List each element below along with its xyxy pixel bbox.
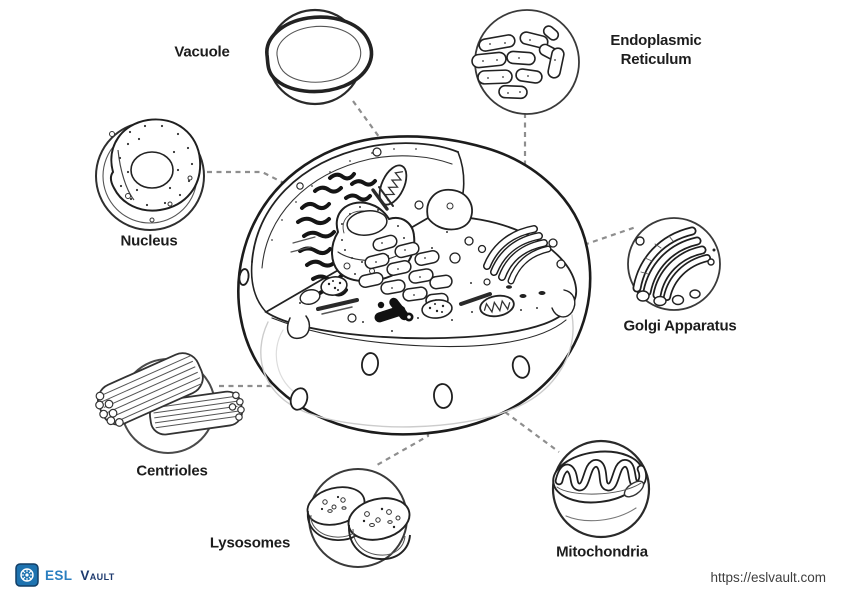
label-er-line2: Reticulum (620, 51, 692, 68)
endoplasmic-reticulum-illustration (471, 9, 580, 115)
golgi-in-cell (477, 225, 566, 298)
vault-safe-icon (15, 563, 39, 587)
rough-er-stack-in-cell (358, 234, 453, 308)
label-golgi-apparatus: Golgi Apparatus (623, 317, 737, 335)
label-centrioles: Centrioles (136, 462, 208, 480)
website-url: https://eslvault.com (710, 570, 826, 585)
label-nucleus: Nucleus (120, 232, 178, 250)
mitochondrion-in-cell-right (479, 294, 515, 318)
label-lysosomes: Lysosomes (209, 534, 291, 552)
label-vacuole: Vacuole (174, 43, 230, 61)
label-mitochondria: Mitochondria (556, 543, 648, 561)
connector-vacuole (352, 100, 383, 142)
cytoplasm-dots (299, 231, 538, 332)
logo-text-vault: Vault (80, 567, 115, 583)
centrioles-illustration (95, 352, 245, 454)
golgi-illustration (627, 217, 721, 311)
cell-illustration (237, 135, 592, 436)
nucleus-illustration (95, 118, 205, 231)
logo-text-esl: ESL (45, 567, 73, 583)
label-er-line1: Endoplasmic (610, 32, 702, 49)
lysosomes-illustration (306, 468, 411, 568)
esl-vault-logo: ESL Vault (15, 563, 115, 587)
centrioles-in-cell (374, 297, 414, 323)
nucleus-speckles (118, 124, 194, 207)
connector-mitochondria (495, 321, 560, 453)
mitochondria-illustration (551, 439, 651, 539)
vacuole-illustration (265, 8, 374, 106)
label-endoplasmic-reticulum: Endoplasmic Reticulum (596, 31, 716, 69)
logo-text: ESL Vault (45, 568, 115, 583)
lysosomes-in-cell (320, 276, 453, 319)
membrane-dimples (238, 268, 531, 411)
membrane-dots (271, 148, 417, 241)
